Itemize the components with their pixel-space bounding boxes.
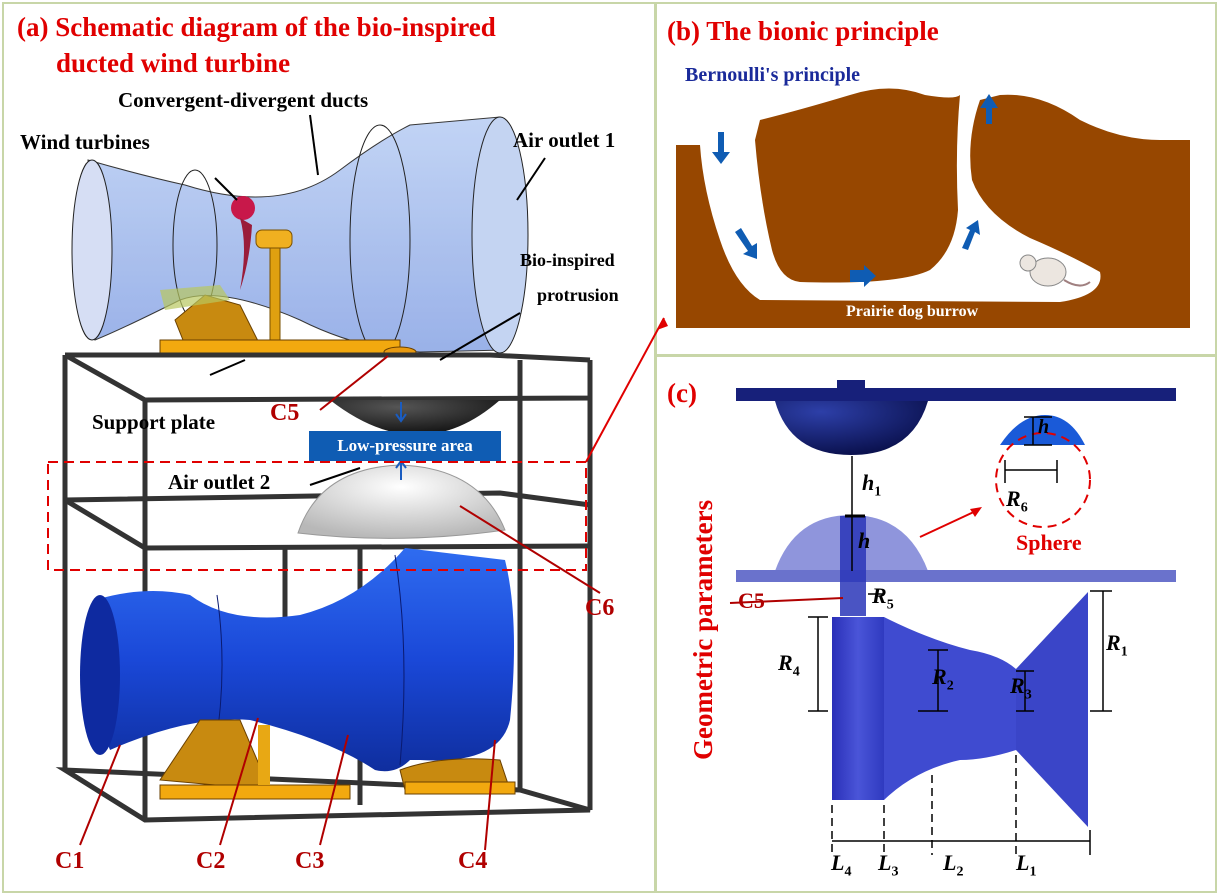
panel-c — [655, 355, 1217, 893]
label-c4: C4 — [458, 848, 488, 874]
dim-l1: L1 — [1016, 850, 1037, 880]
turbine-hub — [231, 196, 255, 220]
dim-l2: L2 — [943, 850, 964, 880]
prairie-dog-icon — [1019, 254, 1091, 287]
dim-h: h — [858, 528, 871, 553]
label-protrusion: protrusion — [537, 285, 619, 305]
geometry-drawing — [736, 380, 1176, 827]
dim-r4: R4 — [778, 650, 800, 680]
label-c5: C5 — [270, 400, 300, 426]
lower-duct — [80, 548, 514, 772]
panel-a-title-line1: (a) Schematic diagram of the bio-inspire… — [17, 12, 496, 42]
sphere-label: Sphere — [1016, 530, 1082, 555]
panel-a-title-line2: ducted wind turbine — [56, 48, 291, 78]
low-pressure-area-badge: Low-pressure area — [309, 431, 501, 461]
dim-r2: R2 — [932, 664, 954, 694]
dim-r5: R5 — [872, 583, 894, 613]
label-air-outlet-2: Air outlet 2 — [168, 470, 271, 494]
bio-protrusion-dome — [330, 400, 500, 435]
label-ducts: Convergent-divergent ducts — [118, 88, 369, 112]
panel-c-vertical-title: Geometric parameters — [688, 499, 718, 760]
dim-h-sphere: h — [1038, 416, 1050, 438]
label-support-plate: Support plate — [92, 410, 216, 434]
dimension-lines — [808, 416, 1112, 855]
label-c1: C1 — [55, 848, 85, 874]
panel-b-title: (b) The bionic principle — [667, 16, 939, 46]
label-c6: C6 — [585, 595, 615, 621]
dim-h1: h1 — [862, 470, 882, 500]
dim-l4: L4 — [831, 850, 852, 880]
dim-r3: R3 — [1010, 673, 1032, 703]
label-bio-inspired: Bio-inspired — [520, 250, 615, 270]
prairie-dog-caption: Prairie dog burrow — [846, 303, 979, 320]
label-c3: C3 — [295, 848, 325, 874]
airflow-arrows — [712, 94, 998, 287]
dim-r1: R1 — [1106, 630, 1128, 660]
label-wind-turbines: Wind turbines — [20, 130, 150, 154]
dim-r6: R6 — [1006, 486, 1028, 516]
burrow-illustration — [676, 88, 1190, 328]
highlight-box — [47, 461, 587, 571]
c5-label: C5 — [738, 588, 765, 613]
dim-l3: L3 — [878, 850, 899, 880]
turbine-mount — [159, 229, 401, 355]
label-c2: C2 — [196, 848, 226, 874]
bernoulli-label: Bernoulli's principle — [685, 64, 861, 86]
air-outlet-2-dome — [297, 464, 506, 539]
panel-c-title: (c) — [667, 378, 697, 408]
label-air-outlet-1: Air outlet 1 — [513, 128, 616, 152]
